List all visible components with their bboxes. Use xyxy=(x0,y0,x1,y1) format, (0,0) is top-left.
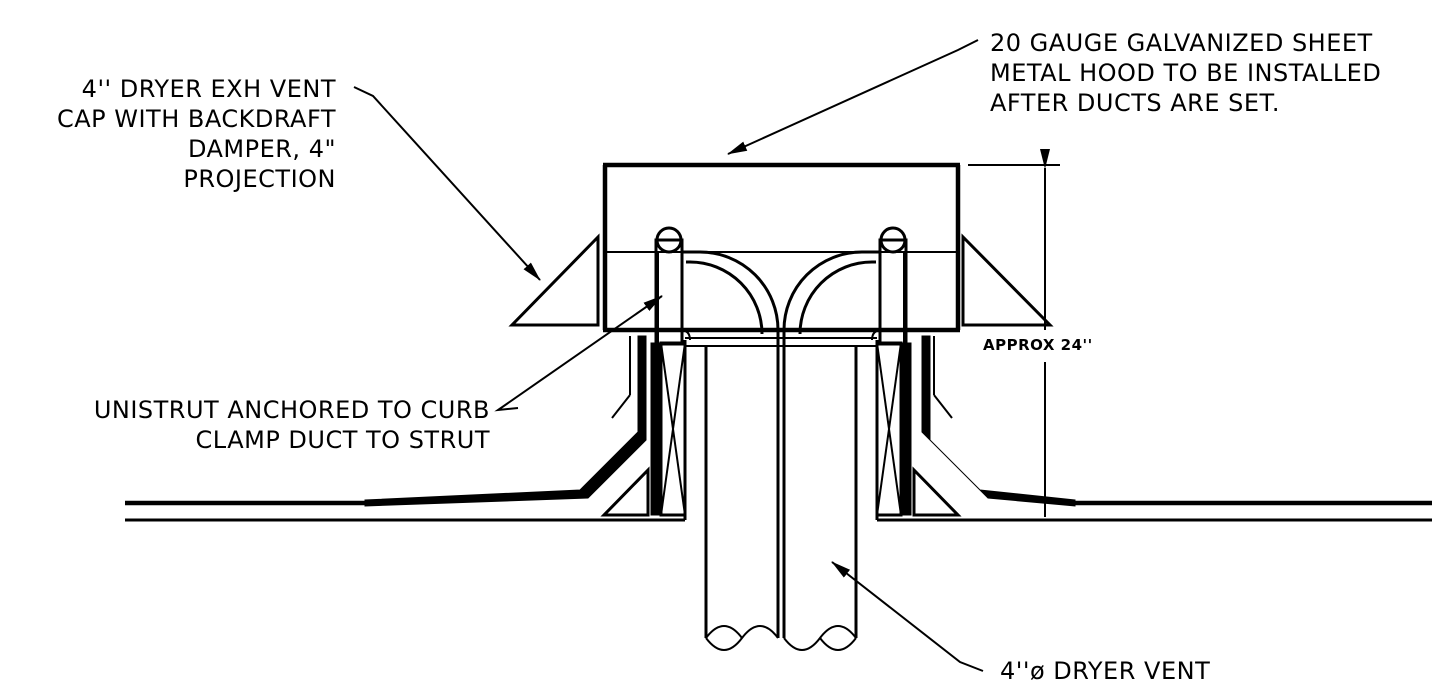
vent-cap-note-line-1: 4'' DRYER EXH VENT xyxy=(81,75,336,103)
membrane-flashing-left xyxy=(364,335,647,507)
dryer-duct-left xyxy=(682,250,780,651)
vent-cap-left xyxy=(508,233,600,327)
vent-cap-right xyxy=(961,233,1054,327)
unistrut-right xyxy=(878,226,908,346)
hood-note: 20 GAUGE GALVANIZED SHEET METAL HOOD TO … xyxy=(990,28,1381,118)
unistrut-left xyxy=(654,226,684,346)
vent-cap-note-line-4: PROJECTION xyxy=(183,165,336,193)
dryer-duct-right xyxy=(782,250,880,651)
cant-strips xyxy=(600,466,962,517)
vent-cap-note-line-2: CAP WITH BACKDRAFT xyxy=(56,105,336,133)
dimension-line xyxy=(968,149,1060,521)
leader-lines xyxy=(353,39,984,672)
dimension-label: APPROX 24'' xyxy=(983,336,1093,354)
unistrut-note-line-1: UNISTRUT ANCHORED TO CURB xyxy=(93,396,490,424)
hood-note-line-1: 20 GAUGE GALVANIZED SHEET xyxy=(990,29,1373,57)
membrane-flashing-right xyxy=(921,335,1076,507)
vent-cap-note: 4'' DRYER EXH VENT CAP WITH BACKDRAFT DA… xyxy=(57,74,336,194)
unistrut-note: UNISTRUT ANCHORED TO CURB CLAMP DUCT TO … xyxy=(94,395,490,455)
hood-note-line-3: AFTER DUCTS ARE SET. xyxy=(990,89,1280,117)
vent-cap-note-line-3: DAMPER, 4" xyxy=(187,135,336,163)
curb-right xyxy=(875,341,912,517)
hood-note-line-2: METAL HOOD TO BE INSTALLED xyxy=(990,59,1382,87)
dryer-vent-note: 4''ø DRYER VENT xyxy=(1000,657,1211,685)
sheet-metal-hood xyxy=(602,162,961,333)
unistrut-note-line-2: CLAMP DUCT TO STRUT xyxy=(195,426,490,454)
curb-left xyxy=(650,341,687,517)
